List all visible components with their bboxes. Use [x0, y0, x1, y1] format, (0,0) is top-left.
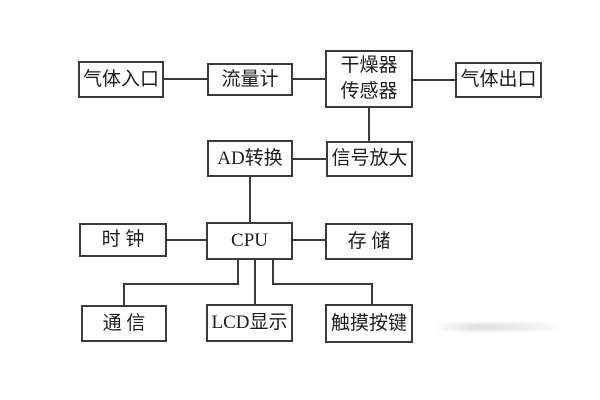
node-cpu: CPU [206, 222, 293, 260]
connector-flow-meter-dryer-sensor [293, 78, 325, 80]
node-touch-keys: 触摸按键 [325, 304, 413, 343]
connector-cpu-storage [293, 239, 325, 241]
connector-cpu-touch-keys-drop [272, 260, 274, 285]
connector-cpu-communication-drop [237, 260, 239, 285]
connector-ad-converter-cpu [249, 177, 251, 222]
connector-ad-converter-signal-amp [293, 158, 326, 160]
connector-clock-cpu [167, 239, 206, 241]
node-gas-outlet: 气体出口 [455, 62, 542, 98]
node-communication: 通 信 [81, 305, 167, 342]
node-flow-meter: 流量计 [207, 63, 293, 96]
connector-dryer-sensor-gas-outlet [413, 79, 455, 81]
node-ad-converter: AD转换 [207, 140, 293, 177]
node-dryer-sensor: 干燥器 传感器 [325, 50, 413, 108]
watermark [434, 323, 564, 331]
connector-cpu-communication-down [123, 283, 125, 305]
connector-cpu-lcd-display [254, 260, 256, 304]
connector-gas-inlet-flow-meter [164, 78, 207, 80]
node-clock: 时 钟 [79, 223, 167, 257]
node-lcd-display: LCD显示 [206, 304, 293, 342]
connector-dryer-sensor-signal-amp [368, 108, 370, 141]
connector-cpu-touch-keys-across [272, 283, 373, 285]
node-storage: 存 储 [325, 223, 413, 260]
connector-cpu-touch-keys-down [371, 283, 373, 304]
node-gas-inlet: 气体入口 [78, 61, 164, 98]
connector-cpu-communication-across [123, 283, 239, 285]
node-signal-amplifier: 信号放大 [326, 141, 413, 177]
